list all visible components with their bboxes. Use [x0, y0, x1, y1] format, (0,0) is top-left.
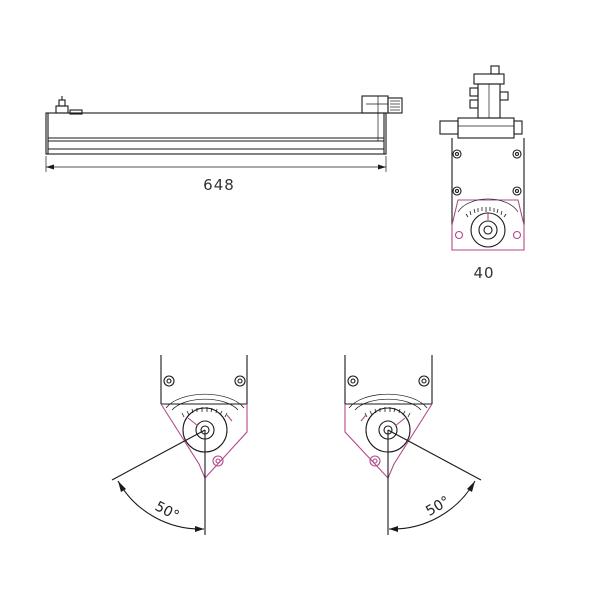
side-view: 648 [45, 95, 403, 194]
end-view-top-band [439, 117, 523, 139]
tilt-view-left: 50° [111, 355, 248, 535]
end-view-scale-ticks [465, 207, 507, 218]
tilt-view-right: 50° [344, 355, 482, 535]
side-view-body [45, 112, 387, 155]
end-view: 40 [439, 65, 525, 282]
tilt-left-angle-label: 50° [152, 499, 181, 525]
side-view-left-clip [55, 96, 83, 115]
tilt-left-rotating-head [160, 393, 248, 480]
width-dimension-label: 40 [473, 264, 494, 282]
end-view-track-adapter [469, 65, 509, 119]
side-view-track-adapter [361, 95, 403, 114]
tilt-right-angle-label: 50° [423, 493, 453, 519]
end-view-rotating-head [451, 198, 525, 251]
length-dimension-line [45, 156, 387, 172]
length-dimension-label: 648 [203, 176, 235, 194]
end-view-body [451, 138, 525, 225]
